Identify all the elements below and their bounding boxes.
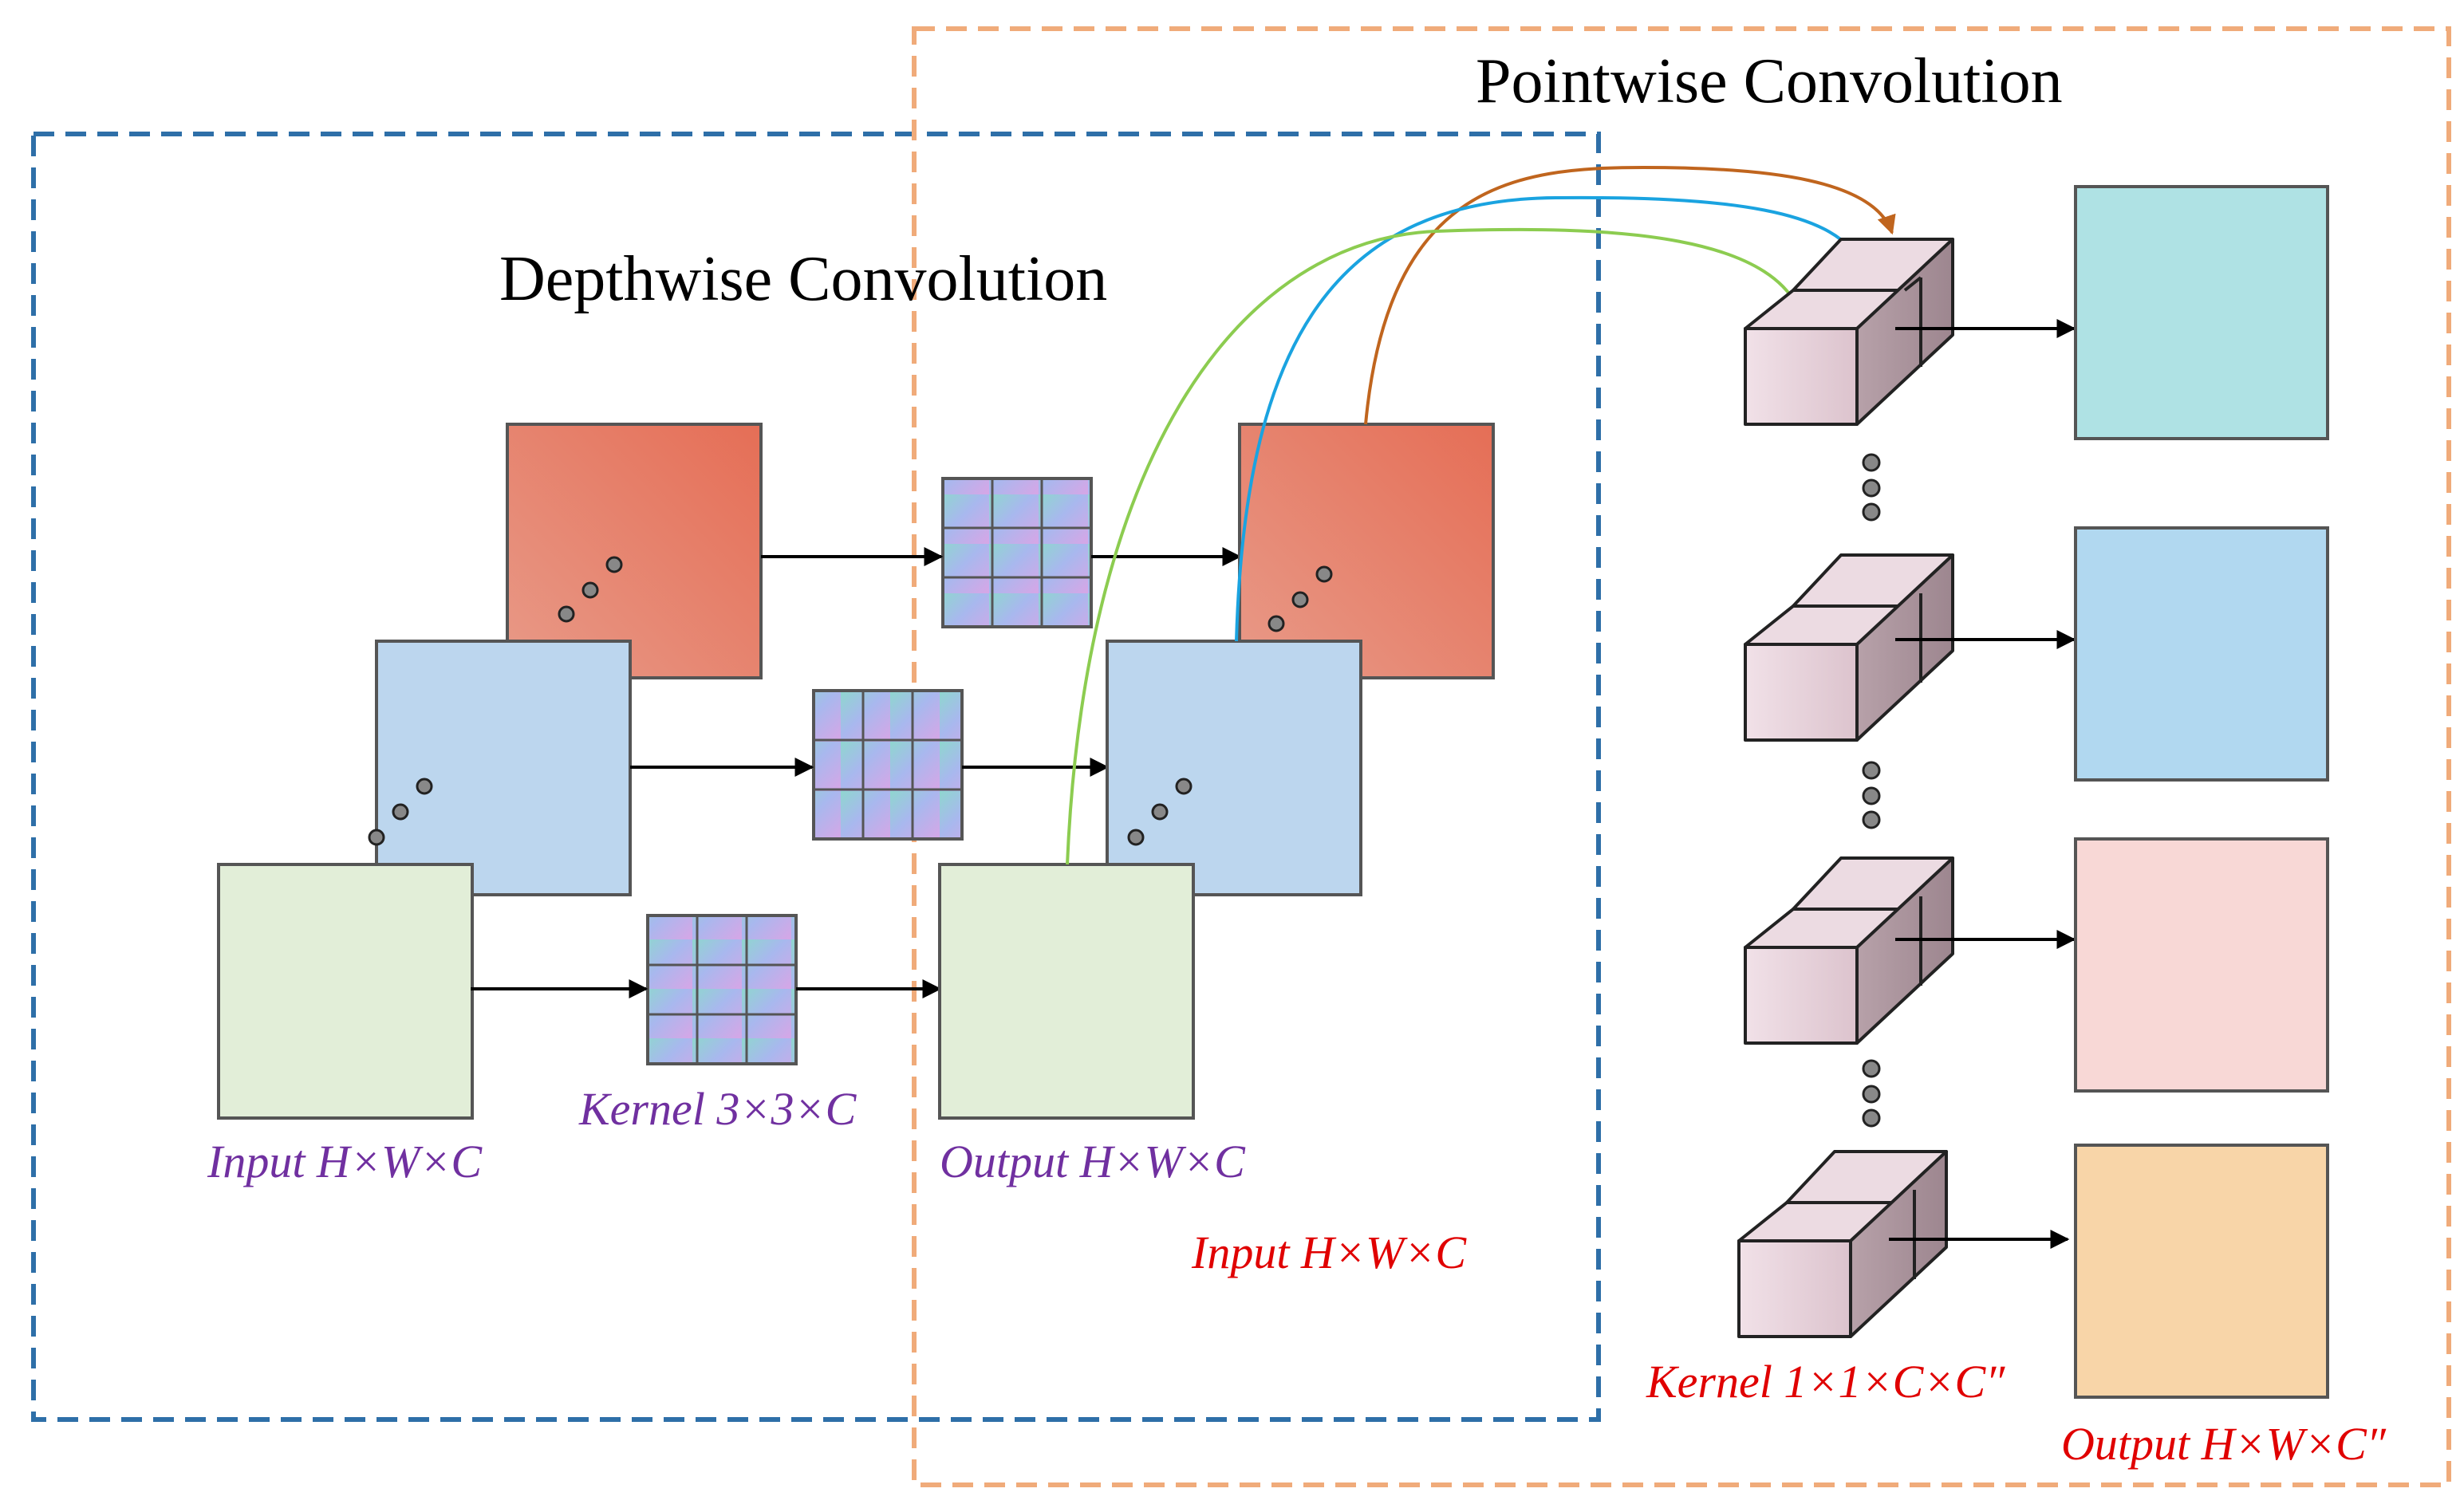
output-channel-red	[1238, 423, 1495, 679]
input-channel-green	[217, 863, 474, 1120]
output-channel-blue	[1106, 640, 1362, 896]
kernel-3x3-bottom	[646, 914, 798, 1065]
label-input-depthwise: Input H×W×C	[207, 1136, 483, 1187]
label-output-depthwise: Output H×W×C	[940, 1136, 1246, 1187]
output-map-blue	[2074, 526, 2329, 782]
kernel-3x3-top	[941, 477, 1093, 628]
cube-kernel-4	[1737, 1150, 1948, 1338]
curve-arrow-orange	[1364, 165, 1896, 425]
label-kernel-pointwise: Kernel 1×1×C×C″	[1646, 1356, 2005, 1408]
cube-kernel-1	[1744, 238, 1954, 426]
label-input-pointwise: Input H×W×C	[1191, 1227, 1467, 1278]
output-map-cyan	[2074, 185, 2329, 440]
ellipsis-dots	[368, 778, 433, 846]
input-channel-stack	[217, 423, 763, 1120]
kernel-3x3-middle	[812, 689, 964, 841]
curve-arrow-green	[1066, 227, 1811, 865]
pointwise-arrows	[1889, 319, 2076, 1249]
pointwise-section-box	[912, 26, 2451, 1487]
label-kernel-depthwise: Kernel 3×3×C	[578, 1083, 857, 1135]
cube-kernel-3	[1744, 856, 1954, 1045]
output-channel-stack	[938, 423, 1495, 1120]
output-channel-green	[938, 863, 1195, 1120]
input-channel-blue	[375, 640, 632, 896]
depthwise-title: Depthwise Convolution	[499, 244, 1107, 314]
ellipsis-dots	[558, 556, 623, 623]
cube-kernel-2	[1744, 553, 1954, 742]
curve-arrow-cyan	[1235, 195, 1866, 642]
ellipsis-dots	[1127, 778, 1193, 846]
output-map-orange	[2074, 1144, 2329, 1399]
label-output-pointwise: Output H×W×C″	[2061, 1418, 2387, 1470]
ellipsis-dots	[1267, 565, 1333, 632]
pointwise-title: Pointwise Convolution	[1476, 46, 2063, 116]
vertical-ellipsis-dots	[1862, 453, 1881, 1128]
input-channel-red	[506, 423, 763, 679]
depthwise-section-box	[31, 132, 1601, 1422]
output-map-pink	[2074, 837, 2329, 1093]
